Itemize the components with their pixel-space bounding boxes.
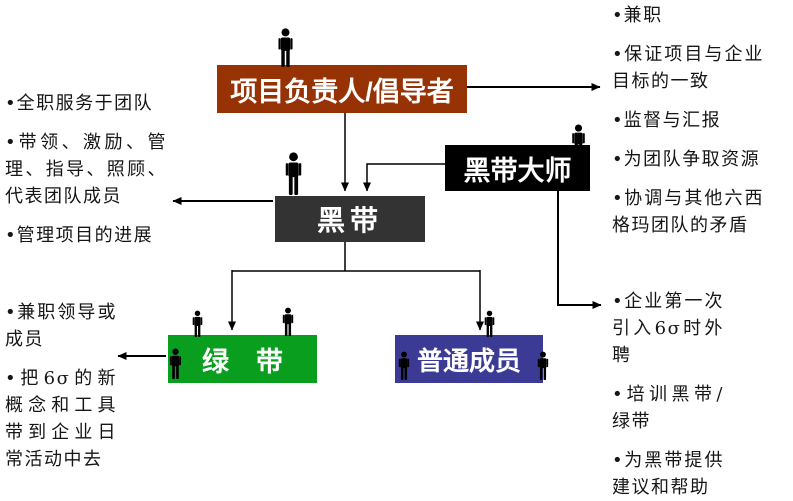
note-item: 管理项目的进展 bbox=[5, 222, 167, 249]
note-item: 监督与汇报 bbox=[612, 107, 764, 134]
person-icon bbox=[278, 28, 293, 67]
box-green-belt: 绿 带 bbox=[168, 335, 317, 383]
notes-green-belt-role: 兼职领导或成员把6σ的新概念和工具带到企业日常活动中去 bbox=[5, 299, 117, 473]
box-black-belt: 黑带 bbox=[275, 196, 425, 242]
person-icon bbox=[398, 351, 410, 380]
note-item: 兼职 bbox=[612, 2, 764, 29]
box-master-black-belt: 黑带大师 bbox=[445, 145, 590, 191]
connector-master-to-blackbelt bbox=[363, 163, 445, 192]
note-item: 带领、激励、管理、指导、照顾、代表团队成员 bbox=[5, 129, 167, 210]
note-item: 全职服务于团队 bbox=[5, 90, 167, 117]
person-icon bbox=[484, 310, 495, 337]
box-champion: 项目负责人/倡导者 bbox=[217, 65, 467, 113]
person-icon bbox=[572, 124, 585, 159]
notes-master-black-belt-role: 企业第一次引入6σ时外聘培训黑带/绿带为黑带提供建议和帮助 bbox=[612, 288, 724, 501]
note-item: 兼职领导或成员 bbox=[5, 299, 117, 353]
box-ordinary-member: 普通成员 bbox=[395, 335, 543, 383]
note-item: 把6σ的新概念和工具带到企业日常活动中去 bbox=[5, 365, 117, 473]
note-item: 保证项目与企业目标的一致 bbox=[612, 41, 764, 95]
person-icon bbox=[285, 152, 302, 195]
arrow-master-to-notes bbox=[557, 191, 602, 309]
notes-black-belt-role: 全职服务于团队带领、激励、管理、指导、照顾、代表团队成员管理项目的进展 bbox=[5, 90, 167, 249]
person-icon bbox=[282, 307, 294, 336]
notes-champion-role: 兼职保证项目与企业目标的一致监督与汇报为团队争取资源协调与其他六西格玛团队的矛盾 bbox=[612, 2, 764, 239]
note-item: 企业第一次引入6σ时外聘 bbox=[612, 288, 724, 369]
note-item: 协调与其他六西格玛团队的矛盾 bbox=[612, 185, 764, 239]
note-item: 为黑带提供建议和帮助 bbox=[612, 447, 724, 501]
person-icon bbox=[169, 348, 182, 379]
person-icon bbox=[537, 351, 549, 380]
note-item: 培训黑带/绿带 bbox=[612, 381, 724, 435]
note-item: 为团队争取资源 bbox=[612, 146, 764, 173]
person-icon bbox=[192, 310, 203, 337]
